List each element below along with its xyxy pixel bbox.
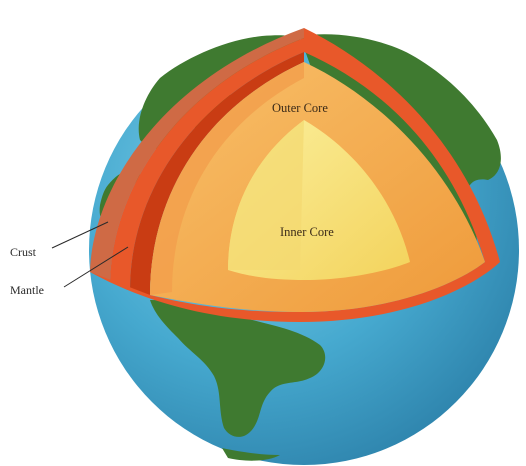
outer-core-label: Outer Core xyxy=(272,101,328,115)
inner-core-shade xyxy=(228,120,304,270)
mantle-layer-dark xyxy=(130,52,304,295)
continent-south-america xyxy=(150,300,326,437)
crust-leader-line xyxy=(51,221,109,249)
crust-layer xyxy=(90,28,304,282)
mantle-layer-outer xyxy=(110,38,304,290)
crust-label: Crust xyxy=(10,245,37,259)
mantle-label: Mantle xyxy=(10,283,44,297)
outer-core-shade xyxy=(150,62,304,295)
mantle-layer-right xyxy=(90,28,500,322)
continent-bottom xyxy=(222,448,280,461)
mantle-leader-line xyxy=(63,246,129,288)
inner-core-label: Inner Core xyxy=(280,225,334,239)
